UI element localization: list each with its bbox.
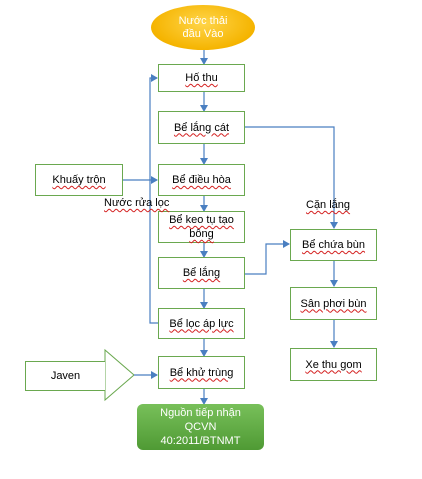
javen-block-arrow bbox=[104, 348, 135, 402]
node-be-loc-ap-luc-label: Bể lọc áp lực bbox=[169, 317, 234, 330]
arrow-lang-to-chua-bun bbox=[245, 240, 290, 275]
node-be-lang-cat-label: Bể lắng cát bbox=[173, 121, 230, 134]
node-be-lang-label: Bể lắng bbox=[182, 267, 221, 279]
node-be-dieu-hoa-label: Bể điều hòa bbox=[172, 174, 231, 186]
label-can-lang: Cặn lắng bbox=[306, 199, 351, 211]
node-be-dieu-hoa: Bể điều hòa bbox=[158, 164, 245, 196]
node-xe-thu-gom-label: Xe thu gom bbox=[305, 358, 362, 371]
end-line-2: QCVN bbox=[184, 421, 217, 433]
node-javen: Javen bbox=[25, 361, 105, 391]
node-be-khu-trung: Bể khử trùng bbox=[158, 356, 245, 389]
node-san-phoi-bun: Sân phơi bùn bbox=[290, 287, 377, 320]
end-line-1: Nguồn tiếp nhận bbox=[160, 407, 241, 419]
node-javen-label: Javen bbox=[50, 370, 81, 382]
node-ho-thu-label: Hố thu bbox=[185, 72, 218, 84]
end-node-receiving-source: Nguồn tiếp nhận QCVN 40:2011/BTNMT bbox=[137, 404, 264, 450]
node-be-loc-ap-luc: Bể lọc áp lực bbox=[158, 308, 245, 339]
node-be-lang-cat: Bể lắng cát bbox=[158, 111, 245, 144]
node-be-lang: Bể lắng bbox=[158, 257, 245, 289]
node-be-keo-tu-line-2: bông bbox=[189, 228, 214, 240]
node-khuay-tron-label: Khuấy trộn bbox=[52, 174, 106, 186]
end-line-3: 40:2011/BTNMT bbox=[160, 435, 241, 447]
arrow-backwash-loop bbox=[149, 74, 158, 324]
arrow-lang-cat-to-chua-bun bbox=[245, 126, 338, 229]
node-be-chua-bun-label: Bể chứa bùn bbox=[301, 239, 366, 251]
node-khuay-tron: Khuấy trộn bbox=[35, 164, 123, 196]
node-be-khu-trung-label: Bể khử trùng bbox=[169, 366, 234, 379]
node-be-chua-bun: Bể chứa bùn bbox=[290, 229, 377, 261]
node-be-keo-tu-line-1: Bể keo tụ tạo bbox=[169, 214, 234, 226]
node-xe-thu-gom: Xe thu gom bbox=[290, 348, 377, 381]
node-san-phoi-bun-label: Sân phơi bùn bbox=[300, 297, 367, 310]
node-ho-thu: Hố thu bbox=[158, 64, 245, 92]
start-line-1: Nước thải bbox=[178, 14, 228, 27]
start-line-2: đầu Vào bbox=[182, 27, 224, 40]
label-nuoc-rua-loc: Nước rửa lọc bbox=[104, 197, 170, 209]
node-be-keo-tu: Bể keo tụ tạo bông bbox=[158, 211, 245, 243]
start-node-raw-wastewater: Nước thải đầu Vào bbox=[151, 5, 255, 50]
